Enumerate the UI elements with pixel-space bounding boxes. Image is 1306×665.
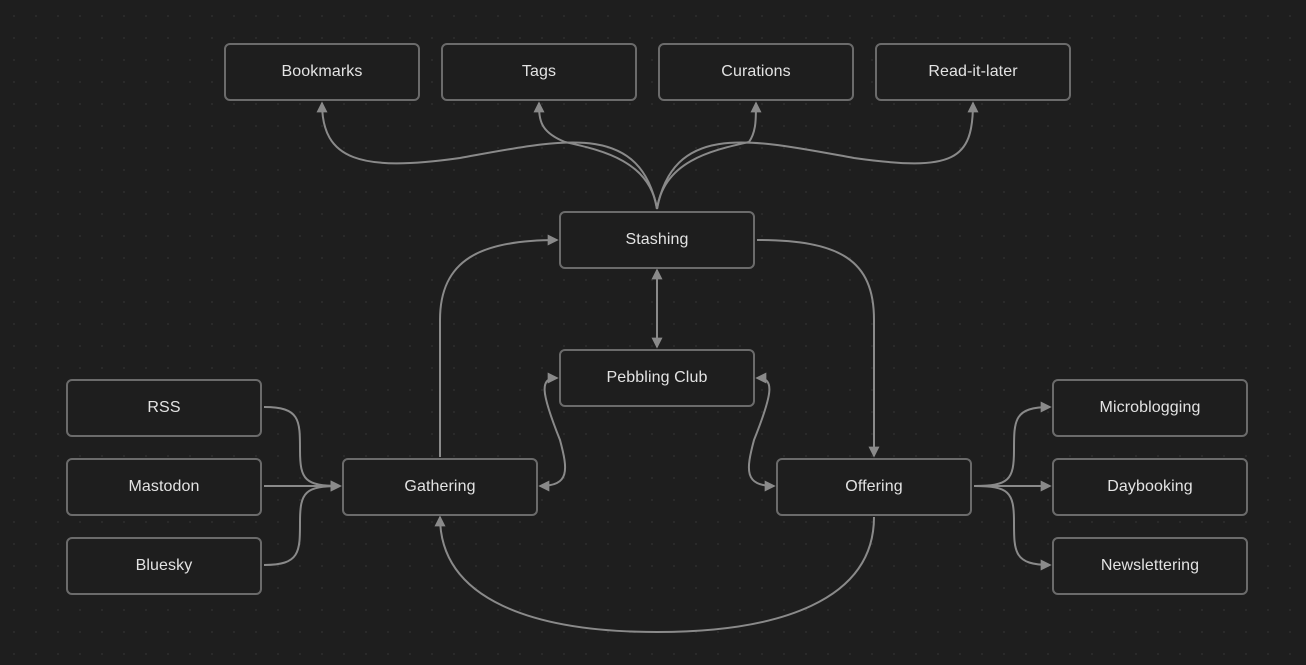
edge-offering-newslettering: [973, 485, 1052, 571]
node-label: Microblogging: [1099, 399, 1201, 416]
node-bluesky[interactable]: Bluesky: [66, 537, 262, 595]
edge-rss-gathering: [263, 406, 342, 492]
node-label: Mastodon: [128, 478, 200, 495]
node-stashing[interactable]: Stashing: [559, 211, 755, 269]
edge-stashing-bookmarks: [316, 101, 658, 210]
edge-offering-microblogging: [973, 401, 1052, 487]
edge-offering-pebbling: [747, 372, 776, 492]
node-offering[interactable]: Offering: [776, 458, 972, 516]
node-daybooking[interactable]: Daybooking: [1052, 458, 1248, 516]
node-label: Bookmarks: [281, 63, 363, 80]
node-microblogging[interactable]: Microblogging: [1052, 379, 1248, 437]
edge-offering-gathering: [434, 515, 875, 634]
node-pebbling-club[interactable]: Pebbling Club: [559, 349, 755, 407]
node-label: Pebbling Club: [606, 369, 708, 386]
node-newslettering[interactable]: Newslettering: [1052, 537, 1248, 595]
node-bookmarks[interactable]: Bookmarks: [224, 43, 420, 101]
node-label: Curations: [721, 63, 791, 80]
edge-stashing-offering: [756, 239, 880, 458]
node-label: Read-it-later: [928, 63, 1018, 80]
edge-stashing-curations: [656, 101, 762, 210]
node-label: Gathering: [404, 478, 476, 495]
node-label: Stashing: [625, 231, 689, 248]
node-label: Tags: [521, 63, 557, 80]
node-curations[interactable]: Curations: [658, 43, 854, 101]
edge-stashing-tags: [533, 101, 658, 210]
node-read-it-later[interactable]: Read-it-later: [875, 43, 1071, 101]
node-label: Offering: [845, 478, 903, 495]
edge-gathering-pebbling: [538, 372, 567, 492]
node-tags[interactable]: Tags: [441, 43, 637, 101]
node-label: RSS: [147, 399, 181, 416]
edge-stashing-readlater: [656, 101, 979, 210]
node-rss[interactable]: RSS: [66, 379, 262, 437]
node-label: Daybooking: [1107, 478, 1193, 495]
node-label: Bluesky: [135, 557, 193, 574]
edge-gathering-stashing: [439, 234, 559, 457]
node-mastodon[interactable]: Mastodon: [66, 458, 262, 516]
node-label: Newslettering: [1100, 557, 1200, 574]
node-gathering[interactable]: Gathering: [342, 458, 538, 516]
edge-bluesky-gathering: [263, 480, 342, 566]
